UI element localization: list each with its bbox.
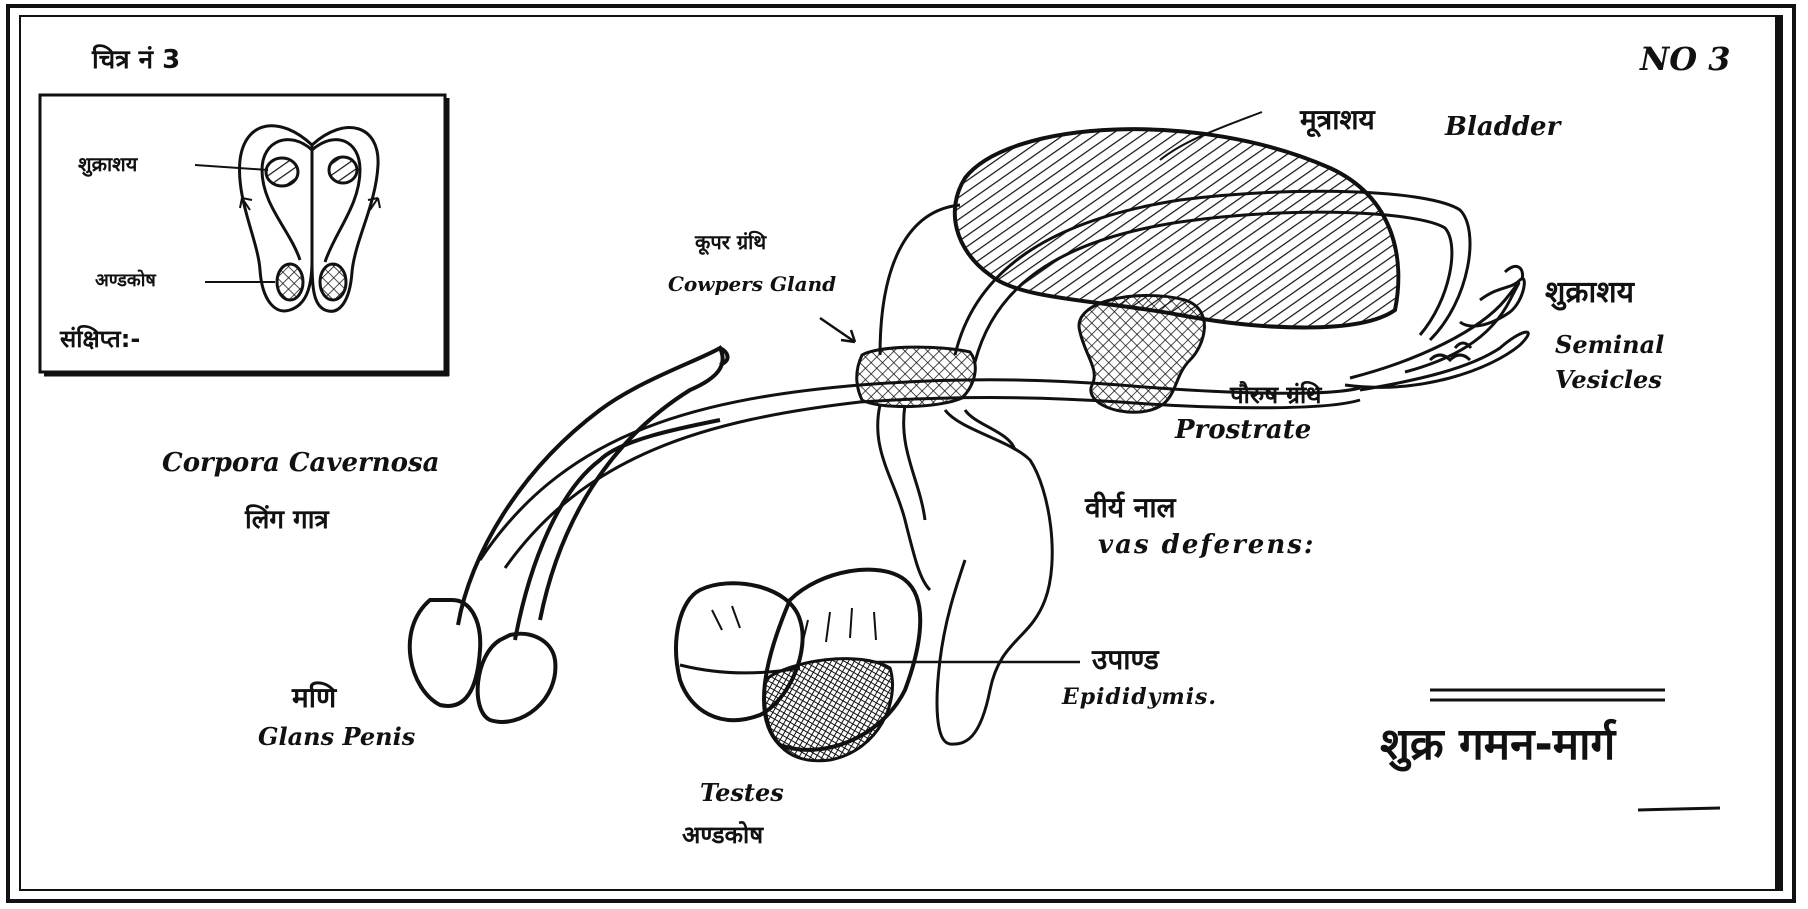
figure-number: NO 3	[1640, 40, 1731, 78]
epididymis-label: Epididymis.	[1062, 684, 1217, 710]
corpora-label: Corpora Cavernosa	[162, 448, 439, 478]
inset-label-scrotum: अण्डकोष	[95, 268, 156, 292]
cowpers-gland	[857, 347, 976, 406]
testes	[676, 570, 920, 761]
cowpers-label: Cowpers Gland	[668, 272, 836, 296]
corpora-cavernosa	[458, 348, 728, 640]
inset-scrotum-sketch	[195, 126, 380, 312]
prostate-label-hindi: पौरुष ग्रंथि	[1230, 378, 1322, 411]
inset-caption: संक्षिप्त:-	[60, 322, 140, 355]
glans-label: Glans Penis	[258, 722, 415, 751]
vas-label-hindi: वीर्य नाल	[1085, 488, 1176, 526]
glans-label-hindi: मणि	[292, 678, 336, 716]
seminal-label: Seminal Vesicles	[1555, 328, 1715, 398]
bladder-label: Bladder	[1445, 112, 1560, 142]
vas-label: vas deferens:	[1098, 530, 1315, 560]
corpora-label-hindi: लिंग गात्र	[245, 500, 329, 536]
figure-title-hindi: शुक्र गमन-मार्ग	[1380, 712, 1615, 772]
epididymis-label-hindi: उपाण्ड	[1092, 640, 1159, 678]
glans-penis	[410, 600, 556, 722]
cowpers-leader-arrow	[820, 318, 855, 342]
testes-label: Testes	[700, 778, 784, 807]
bladder-label-hindi: मूत्राशय	[1300, 100, 1375, 138]
testes-label-hindi: अण्डकोष	[682, 818, 763, 851]
figure-label-hindi: चित्र नं 3	[92, 40, 180, 76]
seminal-label-hindi: शुक्राशय	[1545, 270, 1634, 311]
prostate-label: Prostrate	[1175, 415, 1311, 445]
cowpers-label-hindi: कूपर ग्रंथि	[695, 228, 766, 255]
prostate	[1079, 295, 1204, 412]
inset-label-uterus: शुक्राशय	[78, 150, 137, 177]
